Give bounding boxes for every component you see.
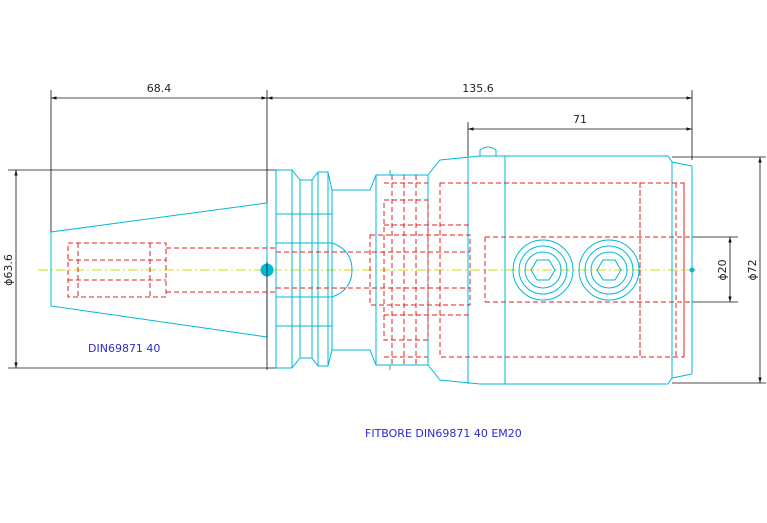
dim-135-6: 135.6	[462, 82, 494, 95]
flange	[275, 169, 391, 370]
clamping-screws	[512, 239, 640, 301]
dimension-lines	[8, 90, 766, 384]
dim-dia-63-6: ϕ63.6	[2, 254, 15, 286]
hidden-lines	[67, 175, 692, 365]
taper-shank	[50, 202, 274, 370]
dim-71: 71	[573, 113, 587, 126]
dim-dia-20: ϕ20	[716, 259, 729, 280]
end-point	[689, 267, 695, 273]
part-label: FITBORE DIN69871 40 EM20	[365, 427, 522, 440]
screw-2-outer	[578, 239, 640, 301]
dim-68-4: 68.4	[147, 82, 172, 95]
screw-1-outer	[512, 239, 574, 301]
taper-label: DIN69871 40	[88, 342, 160, 355]
dim-dia-72: ϕ72	[746, 259, 759, 280]
